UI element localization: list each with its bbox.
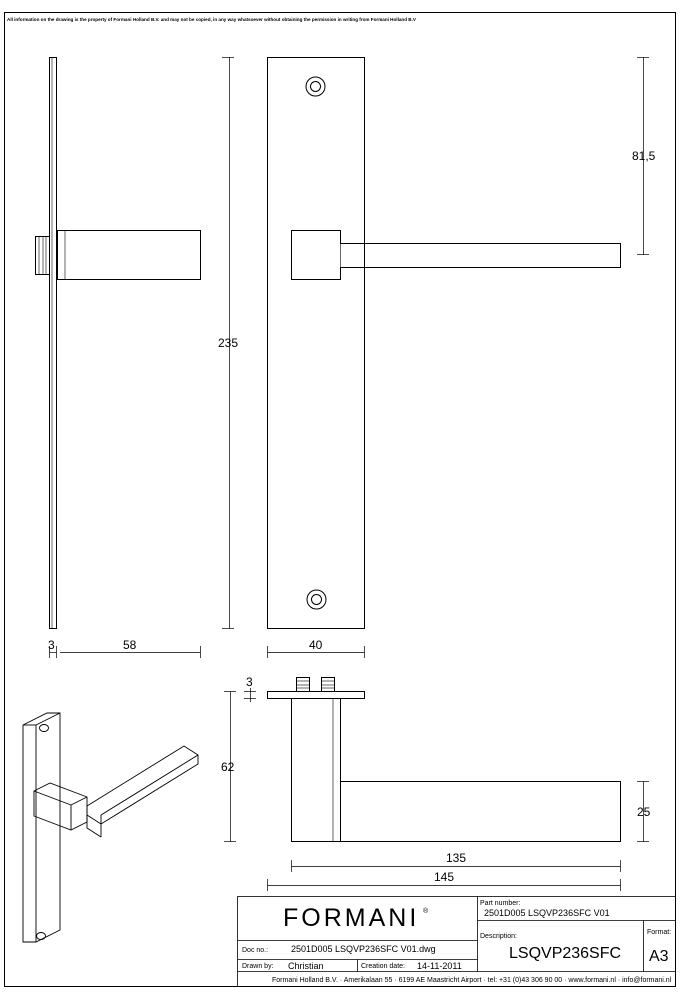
front-plate — [267, 57, 365, 629]
description-value: LSQVP236SFC — [509, 945, 621, 962]
dimension-handle-depth — [224, 691, 236, 842]
format-label: Format: — [647, 929, 671, 936]
dim-135-label: 135 — [446, 851, 466, 865]
iso-lever — [86, 745, 199, 825]
top-spindle-1 — [296, 677, 310, 692]
front-lever-outline — [291, 230, 621, 280]
iso-plate-front — [22, 712, 61, 943]
front-screw-hole-top-inner — [310, 81, 321, 92]
dim-3-rose-label: 3 — [246, 675, 253, 689]
part-number-value: 2501D005 LSQVP236SFC V01 — [484, 908, 610, 918]
iso-rose-edge-2 — [70, 796, 88, 806]
front-screw-hole-bottom — [306, 589, 327, 610]
side-plate — [49, 57, 57, 629]
front-screw-hole-bottom-inner — [311, 594, 322, 605]
side-view — [35, 57, 201, 629]
dimension-overall-length — [267, 879, 621, 891]
iso-rose-edge-1 — [33, 790, 72, 806]
side-lever — [57, 230, 201, 280]
creation-date-value: 14-11-2011 — [417, 961, 462, 971]
dim-3-label: 3 — [48, 638, 55, 652]
side-spindle-cap — [35, 236, 50, 275]
dimension-height-total — [222, 57, 234, 629]
dimension-side-bottom — [49, 646, 201, 658]
isometric-view — [22, 712, 199, 943]
iso-screw-top — [39, 724, 49, 732]
logo-text: FORMANI — [283, 904, 419, 932]
top-spindle-2 — [321, 677, 335, 692]
top-rose-plate — [267, 691, 365, 699]
dim-62-label: 62 — [221, 760, 235, 774]
dim-145-label: 145 — [434, 870, 454, 884]
doc-no-value: 2501D005 LSQVP236SFC V01.dwg — [291, 944, 436, 954]
dim-58-label: 58 — [123, 638, 137, 652]
iso-lever-bottom — [86, 815, 102, 838]
dimension-lever-width — [637, 781, 649, 842]
description-label: Description: — [480, 933, 517, 940]
doc-no-label: Doc no.: — [242, 947, 268, 954]
dimension-plate-width — [267, 646, 365, 658]
front-view — [267, 57, 621, 629]
creation-date-label: Creation date: — [361, 963, 405, 970]
iso-rose-block — [33, 782, 88, 831]
dim-40-label: 40 — [309, 638, 323, 652]
copyright-notice: All information on the drawing is the pr… — [7, 17, 417, 22]
iso-screw-bottom — [36, 932, 46, 940]
dim-81-5-label: 81,5 — [632, 149, 656, 163]
dimension-lever-length — [291, 860, 621, 872]
dim-25-label: 25 — [637, 805, 651, 819]
top-neck — [291, 698, 341, 842]
iso-plate-top2 — [35, 712, 61, 726]
top-lever — [340, 781, 621, 842]
drawn-by-value: Christian — [288, 961, 324, 971]
logo-registered-mark: ® — [423, 907, 429, 915]
format-value: A3 — [649, 948, 669, 965]
footer-address: Formani Holland B.V. · Amerikalaan 55 · … — [272, 977, 672, 984]
dim-235-label: 235 — [218, 336, 238, 350]
drawn-by-label: Drawn by: — [242, 963, 274, 970]
front-screw-hole-top — [305, 76, 326, 97]
part-number-label: Part number: — [480, 900, 521, 907]
dimension-rose-spacing — [637, 57, 649, 255]
top-view — [267, 677, 621, 842]
title-block — [237, 896, 676, 987]
dimension-rose-thickness — [244, 688, 256, 702]
iso-lever-edge-1 — [100, 754, 199, 816]
